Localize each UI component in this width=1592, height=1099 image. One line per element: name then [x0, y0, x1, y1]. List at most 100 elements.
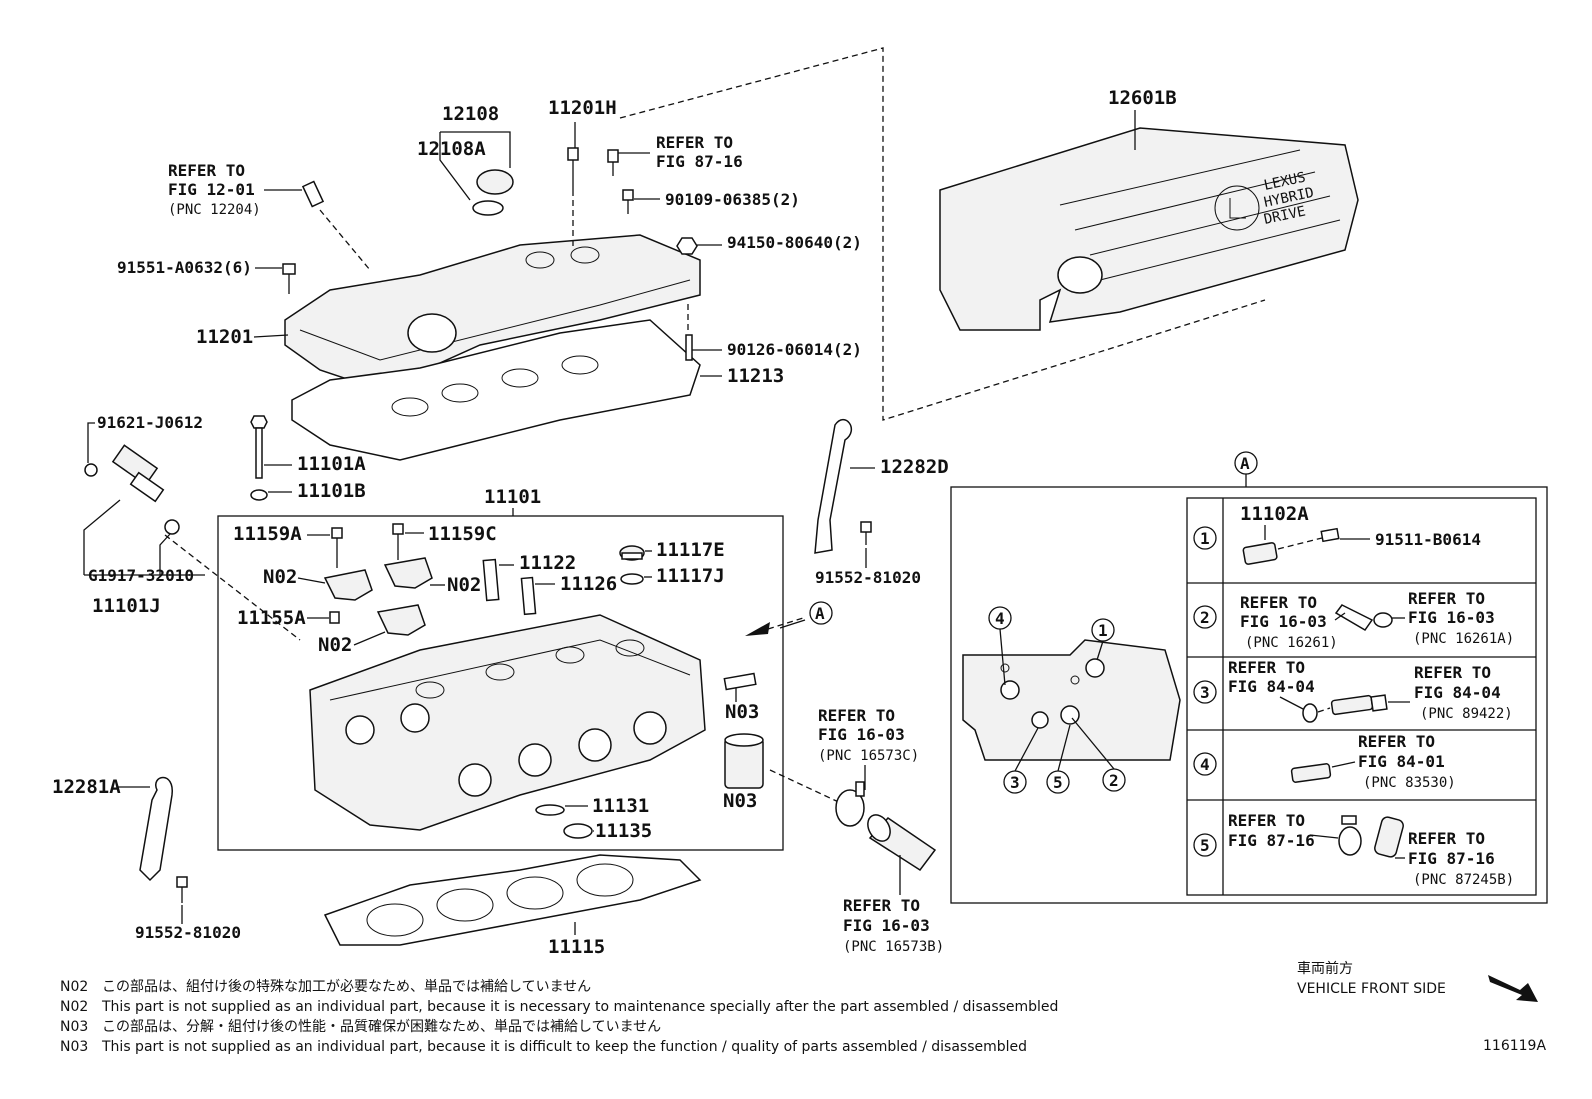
dash-row3	[1317, 707, 1331, 713]
nut-94150	[676, 237, 698, 255]
dash-N03b	[769, 769, 846, 806]
label-11122: 11122	[519, 552, 576, 574]
ref-16261-line2: FIG 16-03	[1240, 612, 1327, 631]
cam-cap-N02c	[376, 604, 426, 636]
cover-dashed-outline	[619, 47, 1266, 421]
ref-87-16-line2: FIG 87-16	[656, 152, 743, 171]
label-11101: 11101	[484, 486, 541, 508]
callout-5-side: 5	[1053, 773, 1063, 792]
figure-id: 116119A	[1483, 1038, 1546, 1054]
sensor-11102A	[1242, 542, 1278, 565]
label-11159A: 11159A	[233, 523, 302, 545]
callout-4-side: 4	[995, 609, 1005, 628]
leader-G1917	[83, 499, 205, 576]
direction-en: VEHICLE FRONT SIDE	[1297, 981, 1446, 997]
ref-16261A-line1: REFER TO	[1408, 589, 1485, 608]
bolt-11159A	[331, 527, 343, 568]
leader-N02c	[353, 631, 386, 646]
ref-87245B-line1: REFER TO	[1408, 829, 1485, 848]
bolt-91511	[1320, 527, 1340, 543]
label-11213: 11213	[727, 365, 784, 387]
seal-11131	[535, 804, 565, 816]
label-11115: 11115	[548, 936, 605, 958]
label-91551: 91551-A0632(6)	[117, 258, 252, 277]
label-11101J: 11101J	[92, 595, 161, 617]
bolt-91552b	[860, 521, 872, 545]
label-90126: 90126-06014(2)	[727, 340, 862, 359]
label-11117E: 11117E	[656, 539, 725, 561]
gasket-11213	[291, 319, 701, 461]
valve-cover-11201	[284, 234, 701, 391]
guide-11126	[520, 576, 537, 616]
dash-11102A	[1277, 537, 1323, 550]
leader-16261	[1334, 612, 1346, 621]
label-N02b: N02	[447, 574, 481, 596]
ref-16261-line1: REFER TO	[1240, 593, 1317, 612]
label-94150: 94150-80640(2)	[727, 233, 862, 252]
direction-jp: 車両前方	[1297, 960, 1353, 977]
row-4-num: 4	[1200, 755, 1210, 774]
bolt-90109	[622, 189, 634, 214]
bolt-91552a	[176, 876, 188, 903]
note-1-text: この部品は、組付け後の特殊な加工が必要なため、単品では補給していません	[102, 979, 591, 995]
ref-89422-line2: FIG 84-04	[1414, 683, 1501, 702]
label-12281A: 12281A	[52, 776, 121, 798]
ref-84-04-left-line2: FIG 84-04	[1228, 677, 1315, 696]
guide-11122	[482, 558, 500, 602]
sensor-refer-12-01	[301, 180, 325, 208]
label-11101A: 11101A	[297, 453, 366, 475]
view-a-box	[950, 486, 1548, 904]
view-a-box-letter: A	[1240, 454, 1250, 473]
view-a-arrow	[745, 601, 833, 636]
ocv-11101J	[84, 444, 180, 535]
ref-16573B-line1: REFER TO	[843, 896, 920, 915]
bolt-11159C	[392, 523, 404, 560]
label-N02c: N02	[318, 634, 352, 656]
bracket-12281A	[139, 776, 173, 882]
hose-row2	[1334, 604, 1393, 631]
view-a-letter: A	[815, 604, 825, 623]
label-11101B: 11101B	[297, 480, 366, 502]
leader-87-16-left	[1309, 834, 1339, 839]
sensor-row3	[1330, 694, 1388, 716]
leader-83530	[1331, 761, 1356, 768]
bolt-11201H	[567, 147, 579, 190]
callout-1-side: 1	[1098, 621, 1108, 640]
label-11135: 11135	[595, 820, 652, 842]
dash-ocv	[164, 534, 301, 641]
cam-cap-N02b	[383, 557, 433, 589]
ref-16261A-line3: (PNC 16261A)	[1413, 631, 1514, 647]
hose-clamp	[835, 781, 865, 827]
label-12108: 12108	[442, 103, 499, 125]
leader-91621	[87, 422, 95, 463]
label-N03a: N03	[725, 701, 759, 723]
ref-87245B-line3: (PNC 87245B)	[1413, 872, 1514, 888]
plug-N03b	[724, 733, 764, 789]
ref-89422-line1: REFER TO	[1414, 663, 1491, 682]
label-11155A: 11155A	[237, 607, 306, 629]
ref-83530-line3: (PNC 83530)	[1363, 775, 1456, 791]
ref-12-01-line2: FIG 12-01	[168, 180, 255, 199]
ref-87245B-line2: FIG 87-16	[1408, 849, 1495, 868]
leader-N02a	[297, 577, 326, 584]
sub-table	[1186, 497, 1537, 896]
cam-cap-N02a	[323, 569, 373, 601]
hose-row5	[1374, 816, 1404, 858]
callout-3-side: 3	[1010, 773, 1020, 792]
note-1-code: N02	[60, 979, 88, 995]
plug-N03a	[723, 672, 757, 691]
label-91621: 91621-J0612	[97, 413, 203, 432]
side-view-callouts	[988, 606, 1126, 794]
ref-83530-line2: FIG 84-01	[1358, 752, 1445, 771]
pin-11155A	[329, 611, 340, 624]
ref-16573C-line1: REFER TO	[818, 706, 895, 725]
label-N03b: N03	[723, 790, 757, 812]
gasket-11117J	[620, 573, 644, 585]
row-5-num: 5	[1200, 836, 1210, 855]
note-4-code: N03	[60, 1039, 88, 1055]
sensor-row4	[1290, 763, 1332, 783]
label-11126: 11126	[560, 573, 617, 595]
ref-16573C-line3: (PNC 16573C)	[818, 748, 919, 764]
label-11102A: 11102A	[1240, 503, 1309, 525]
row-1-num: 1	[1200, 529, 1210, 548]
